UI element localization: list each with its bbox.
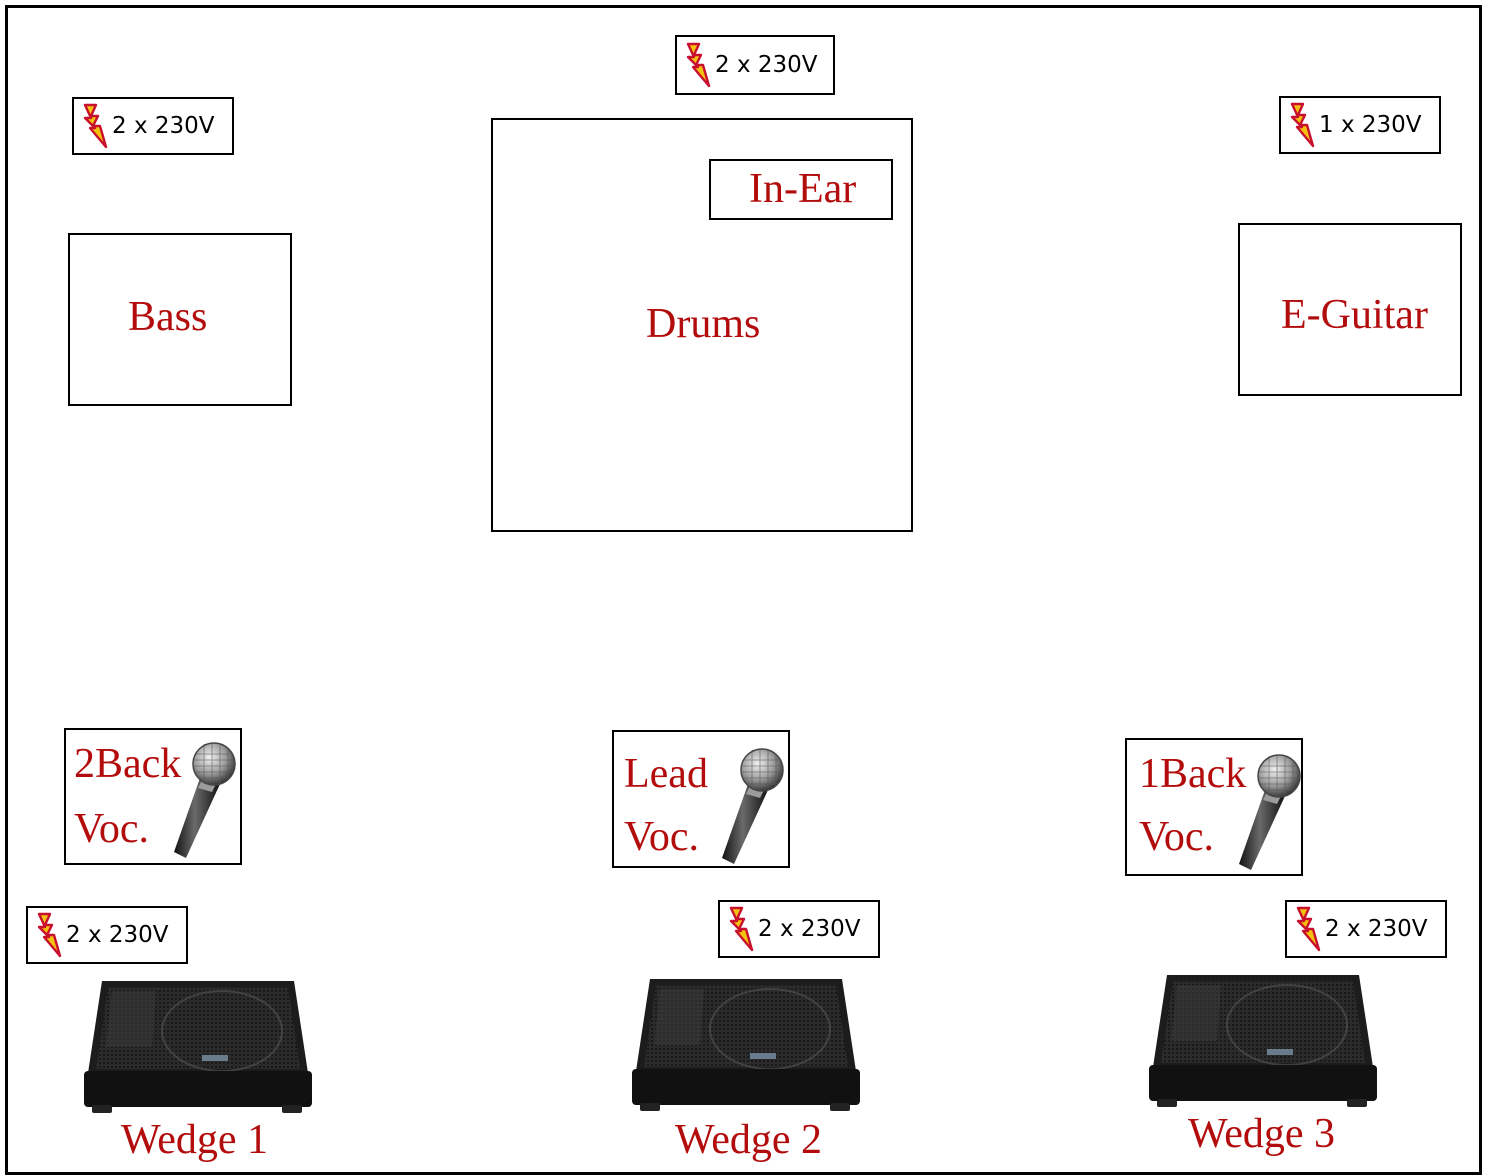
bass-label: Bass [128, 294, 208, 340]
power-wedge3: 2 x 230V [1285, 900, 1447, 958]
power-drums-label: 2 x 230V [715, 52, 818, 78]
power-wedge1-label: 2 x 230V [66, 922, 169, 948]
wedge-1-label: Wedge 1 [121, 1117, 269, 1163]
power-bass: 2 x 230V [72, 97, 234, 155]
stage-monitor-wedge-icon [82, 976, 314, 1116]
vocal-lead-line1: Lead [624, 751, 708, 797]
wedge-3-label: Wedge 3 [1188, 1111, 1336, 1157]
power-drums: 2 x 230V [675, 35, 835, 95]
microphone-icon [710, 746, 790, 866]
guitar-label: E-Guitar [1281, 292, 1428, 338]
power-guitar-label: 1 x 230V [1319, 112, 1422, 138]
stage-plot: 2 x 230V 2 x 230V 1 x 230V In-Ear Drums … [5, 5, 1482, 1175]
in-ear-label: In-Ear [749, 166, 857, 212]
vocal-2back-line2: Voc. [74, 806, 150, 852]
vocal-2back-line1: 2Back [74, 741, 182, 787]
vocal-lead-line2: Voc. [624, 814, 700, 860]
microphone-icon [1227, 752, 1307, 872]
lightning-bolt-icon [30, 912, 68, 958]
vocal-1back-line1: 1Back [1139, 751, 1247, 797]
power-bass-label: 2 x 230V [112, 113, 215, 139]
bass-amp: Bass [68, 233, 292, 406]
drums-label: Drums [646, 301, 761, 347]
lightning-bolt-icon [679, 42, 717, 88]
power-guitar: 1 x 230V [1279, 96, 1441, 154]
power-wedge3-label: 2 x 230V [1325, 916, 1428, 942]
lightning-bolt-icon [1289, 906, 1327, 952]
vocal-2back: 2Back Voc. [64, 728, 242, 865]
in-ear-box: In-Ear [709, 159, 893, 220]
wedge-2-label: Wedge 2 [675, 1117, 823, 1163]
stage-monitor-wedge-icon [630, 974, 862, 1114]
lightning-bolt-icon [722, 906, 760, 952]
power-wedge2: 2 x 230V [718, 900, 880, 958]
vocal-lead: Lead Voc. [612, 730, 790, 868]
lightning-bolt-icon [76, 103, 114, 149]
vocal-1back-line2: Voc. [1139, 814, 1215, 860]
drums-area: In-Ear Drums [491, 118, 913, 532]
microphone-icon [162, 740, 242, 860]
stage-monitor-wedge-icon [1147, 970, 1379, 1110]
power-wedge2-label: 2 x 230V [758, 916, 861, 942]
vocal-1back: 1Back Voc. [1125, 738, 1303, 876]
power-wedge1: 2 x 230V [26, 906, 188, 964]
guitar-amp: E-Guitar [1238, 223, 1462, 396]
lightning-bolt-icon [1283, 102, 1321, 148]
